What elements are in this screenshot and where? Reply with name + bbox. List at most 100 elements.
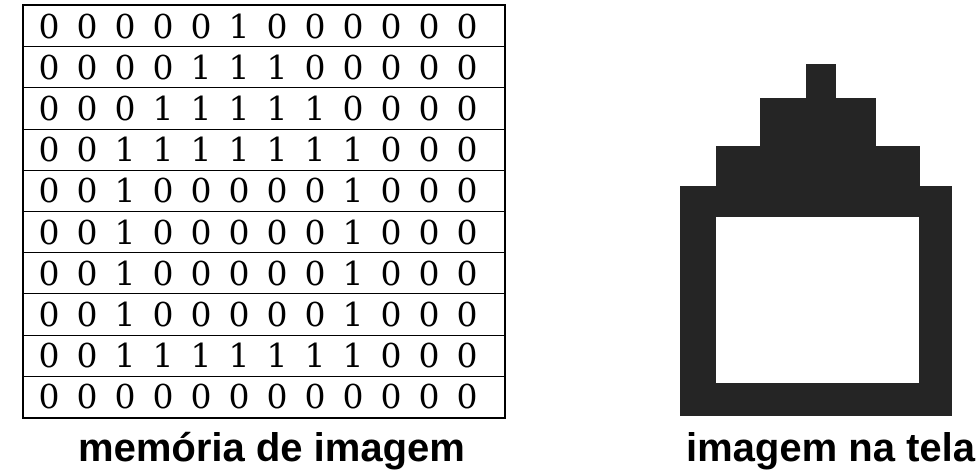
- memory-bit: 0: [456, 295, 478, 335]
- memory-bit: 0: [418, 130, 440, 170]
- memory-bit: 0: [38, 336, 60, 376]
- memory-bit: 0: [304, 295, 326, 335]
- memory-bit: 0: [38, 47, 60, 87]
- memory-bit: 0: [380, 89, 402, 128]
- memory-bit: 0: [114, 377, 136, 417]
- memory-bit: 1: [304, 89, 326, 128]
- memory-bit: 0: [38, 212, 60, 252]
- memory-bit: 1: [190, 130, 212, 170]
- memory-bit: 1: [190, 336, 212, 376]
- house-window: [716, 217, 919, 383]
- memory-bit: 0: [76, 336, 98, 376]
- memory-bit: 1: [342, 171, 364, 211]
- memory-bit: 1: [114, 336, 136, 376]
- memory-bit: 1: [228, 89, 250, 128]
- memory-bit: 0: [342, 377, 364, 417]
- memory-bit: 0: [114, 6, 136, 46]
- memory-bit: 0: [380, 295, 402, 335]
- memory-bit: 0: [190, 6, 212, 46]
- memory-bit: 0: [190, 171, 212, 211]
- memory-bit: 0: [456, 6, 478, 46]
- memory-bit: 1: [114, 212, 136, 252]
- memory-bit: 0: [418, 336, 440, 376]
- memory-bit: 0: [228, 212, 250, 252]
- memory-bit: 0: [114, 89, 136, 128]
- memory-bit: 0: [304, 171, 326, 211]
- memory-bit: 0: [38, 6, 60, 46]
- memory-bit: 0: [342, 6, 364, 46]
- memory-bit: 1: [114, 171, 136, 211]
- memory-bit: 0: [418, 171, 440, 211]
- memory-bit: 1: [342, 295, 364, 335]
- memory-bit: 0: [152, 171, 174, 211]
- memory-bit: 1: [342, 212, 364, 252]
- memory-bit: 0: [380, 171, 402, 211]
- memory-bit: 1: [114, 295, 136, 335]
- memory-bit: 0: [228, 295, 250, 335]
- memory-bit: 0: [190, 295, 212, 335]
- memory-bit: 1: [152, 336, 174, 376]
- memory-bit: 0: [456, 212, 478, 252]
- memory-bit: 0: [38, 377, 60, 417]
- memory-bit: 0: [342, 47, 364, 87]
- memory-bit: 1: [342, 336, 364, 376]
- memory-bit: 0: [418, 253, 440, 293]
- memory-bit: 1: [266, 89, 288, 128]
- memory-bit: 0: [76, 89, 98, 128]
- memory-bit: 0: [76, 377, 98, 417]
- memory-bit: 0: [456, 47, 478, 87]
- memory-bit: 0: [418, 212, 440, 252]
- memory-bit: 0: [266, 212, 288, 252]
- memory-bit: 0: [152, 47, 174, 87]
- memory-bit: 0: [38, 171, 60, 211]
- memory-bit: 0: [266, 377, 288, 417]
- memory-bit: 0: [304, 47, 326, 87]
- memory-bit: 0: [76, 130, 98, 170]
- memory-bit: 0: [76, 6, 98, 46]
- memory-bit: 1: [228, 336, 250, 376]
- memory-bit: 1: [304, 130, 326, 170]
- memory-bit: 0: [266, 253, 288, 293]
- memory-bit: 0: [380, 377, 402, 417]
- screen-image-house: [680, 64, 952, 416]
- memory-bit: 0: [304, 253, 326, 293]
- memory-bit: 1: [342, 253, 364, 293]
- memory-bit: 0: [418, 6, 440, 46]
- memory-bit: 0: [114, 47, 136, 87]
- memory-bit: 0: [228, 253, 250, 293]
- memory-bit: 0: [228, 171, 250, 211]
- memory-bit: 0: [190, 377, 212, 417]
- memory-bit: 0: [228, 377, 250, 417]
- memory-bit: 0: [456, 89, 478, 128]
- memory-bit: 0: [38, 295, 60, 335]
- memory-bit: 0: [304, 212, 326, 252]
- memory-bit: 1: [114, 253, 136, 293]
- memory-bit: 0: [190, 253, 212, 293]
- memory-bit: 0: [380, 47, 402, 87]
- memory-bit: 1: [152, 89, 174, 128]
- memory-bit: 1: [266, 47, 288, 87]
- memory-bit: 0: [190, 212, 212, 252]
- memory-bit: 0: [456, 171, 478, 211]
- memory-bit: 0: [76, 295, 98, 335]
- memory-bit: 1: [152, 130, 174, 170]
- memory-bit: 1: [228, 130, 250, 170]
- memory-bit: 0: [152, 295, 174, 335]
- memory-bit: 0: [76, 171, 98, 211]
- memory-bit: 1: [190, 89, 212, 128]
- memory-bit: 1: [266, 336, 288, 376]
- memory-bit: 1: [304, 336, 326, 376]
- memory-bit: 0: [76, 212, 98, 252]
- memory-bit: 0: [304, 377, 326, 417]
- memory-bit: 0: [266, 6, 288, 46]
